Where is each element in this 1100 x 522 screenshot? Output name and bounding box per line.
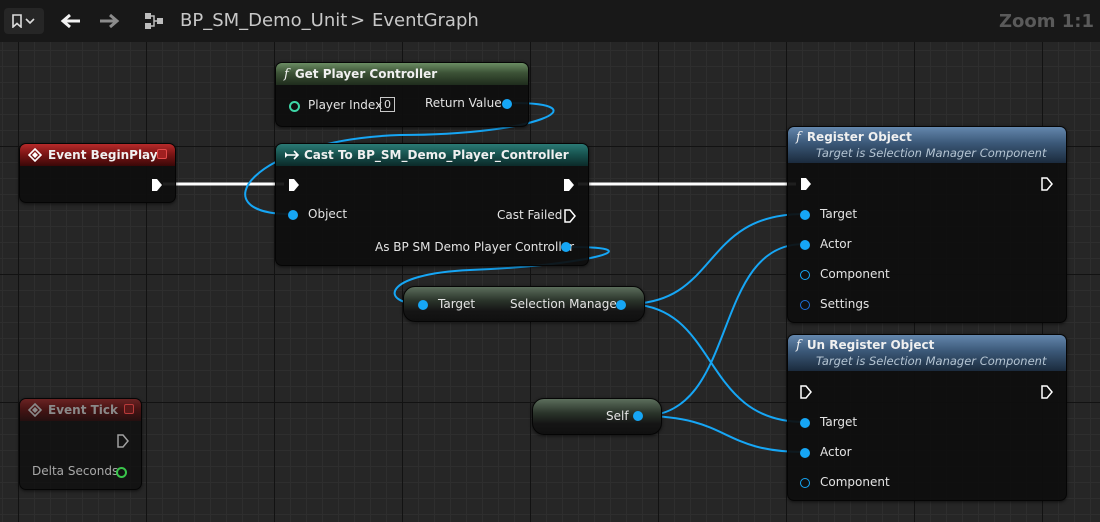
- pin-delta-seconds[interactable]: [116, 467, 127, 478]
- graph-toolbar: BP_SM_Demo_Unit > EventGraph Zoom 1:1: [0, 0, 1100, 42]
- exec-out-pin[interactable]: [1040, 385, 1054, 399]
- pin-label-component: Component: [820, 475, 890, 489]
- pin-settings[interactable]: [800, 300, 810, 310]
- graph-hierarchy-icon: [141, 7, 167, 35]
- bookmark-icon: [12, 14, 22, 28]
- pin-label-player-index: Player Index: [308, 98, 383, 112]
- bookmark-dropdown-button[interactable]: [4, 8, 44, 34]
- pin-label-self: Self: [606, 409, 629, 423]
- pin-label-cast-failed: Cast Failed: [497, 208, 563, 222]
- node-header: Event BeginPlay: [20, 144, 175, 166]
- exec-in-pin[interactable]: [799, 385, 813, 399]
- pin-return-value[interactable]: [502, 99, 512, 109]
- pin-as-controller[interactable]: [561, 242, 571, 252]
- pin-label-component: Component: [820, 267, 890, 281]
- event-diamond-icon: [28, 403, 42, 417]
- node-header: f Register Object Target is Selection Man…: [788, 127, 1066, 163]
- pin-label-selection-manager: Selection Manager: [510, 297, 622, 311]
- pin-target[interactable]: [800, 418, 810, 428]
- node-header: f Un Register Object Target is Selection …: [788, 335, 1066, 371]
- zoom-level: Zoom 1:1: [998, 11, 1094, 32]
- event-diamond-icon: [28, 148, 42, 162]
- pin-player-index[interactable]: [289, 101, 300, 112]
- pin-actor[interactable]: [800, 240, 810, 250]
- pin-target[interactable]: [800, 210, 810, 220]
- pin-target[interactable]: [418, 300, 428, 310]
- pin-component[interactable]: [800, 478, 810, 488]
- node-title: Event BeginPlay: [48, 148, 158, 162]
- node-get-player-controller[interactable]: f Get Player Controller Player Index 0 R…: [275, 62, 529, 127]
- cast-arrow-icon: [285, 150, 300, 160]
- pin-self[interactable]: [633, 411, 643, 421]
- wire-as-controller-to-target: [393, 246, 610, 305]
- node-title: Event Tick: [48, 403, 119, 417]
- wire-return-value-to-object: [244, 102, 555, 215]
- node-selection-manager-getter[interactable]: Target Selection Manager: [403, 286, 645, 322]
- exec-in-pin[interactable]: [799, 177, 813, 191]
- pin-label-settings: Settings: [820, 297, 870, 311]
- function-icon: f: [796, 129, 801, 145]
- node-event-tick[interactable]: Event Tick Delta Seconds: [19, 398, 142, 490]
- pin-label-as-controller: As BP SM Demo Player Controller: [375, 240, 574, 254]
- pin-label-return-value: Return Value: [425, 96, 502, 110]
- pin-label-object: Object: [308, 207, 348, 221]
- pin-selection-manager[interactable]: [616, 300, 626, 310]
- node-header: Event Tick: [20, 399, 141, 421]
- node-unregister-object[interactable]: f Un Register Object Target is Selection …: [787, 334, 1067, 501]
- player-index-input[interactable]: 0: [380, 97, 395, 112]
- node-subtitle: Target is Selection Manager Component: [816, 146, 1047, 160]
- node-self-reference[interactable]: Self: [532, 398, 662, 435]
- node-title: Register Object: [806, 130, 912, 144]
- node-title: Un Register Object: [806, 338, 935, 352]
- exec-out-pin[interactable]: [1040, 177, 1054, 191]
- forward-button[interactable]: [96, 7, 122, 35]
- exec-out-pin[interactable]: [116, 434, 130, 448]
- exec-out-pin[interactable]: [150, 178, 164, 192]
- node-title: Cast To BP_SM_Demo_Player_Controller: [304, 148, 569, 162]
- pin-component[interactable]: [800, 270, 810, 280]
- wire-self-to-register-actor: [641, 243, 805, 417]
- node-title: Get Player Controller: [294, 67, 438, 81]
- pin-label-delta-seconds: Delta Seconds: [32, 464, 119, 478]
- function-icon: f: [796, 337, 801, 353]
- node-event-beginplay[interactable]: Event BeginPlay: [19, 143, 176, 203]
- pin-label-target: Target: [820, 207, 858, 221]
- back-button[interactable]: [58, 7, 84, 35]
- pin-label-actor: Actor: [820, 237, 852, 251]
- node-register-object[interactable]: f Register Object Target is Selection Man…: [787, 126, 1067, 323]
- wire-self-to-unregister-actor: [641, 415, 805, 453]
- node-header: f Get Player Controller: [276, 63, 528, 85]
- exec-in-pin[interactable]: [287, 178, 301, 192]
- node-header: Cast To BP_SM_Demo_Player_Controller: [276, 144, 588, 166]
- chevron-down-icon: [25, 18, 35, 25]
- exec-out-pin[interactable]: [562, 178, 576, 192]
- function-icon: f: [284, 66, 289, 82]
- pin-label-target: Target: [438, 297, 476, 311]
- breadcrumb-graph[interactable]: EventGraph: [372, 10, 479, 31]
- wire-selection-manager-to-register-target: [626, 213, 805, 305]
- pin-object[interactable]: [288, 210, 298, 220]
- pin-label-actor: Actor: [820, 445, 852, 459]
- breadcrumb-separator: >: [350, 10, 366, 31]
- cast-failed-exec-pin[interactable]: [563, 209, 577, 223]
- breadcrumb-blueprint[interactable]: BP_SM_Demo_Unit: [180, 10, 348, 31]
- delegate-pin[interactable]: [124, 404, 134, 414]
- arrow-left-icon: [60, 13, 80, 29]
- node-cast-to-player-controller[interactable]: Cast To BP_SM_Demo_Player_Controller Obj…: [275, 143, 589, 266]
- delegate-pin[interactable]: [157, 149, 167, 159]
- arrow-right-icon: [100, 13, 120, 29]
- pin-label-target: Target: [820, 415, 858, 429]
- node-subtitle: Target is Selection Manager Component: [816, 354, 1047, 368]
- pin-actor[interactable]: [800, 448, 810, 458]
